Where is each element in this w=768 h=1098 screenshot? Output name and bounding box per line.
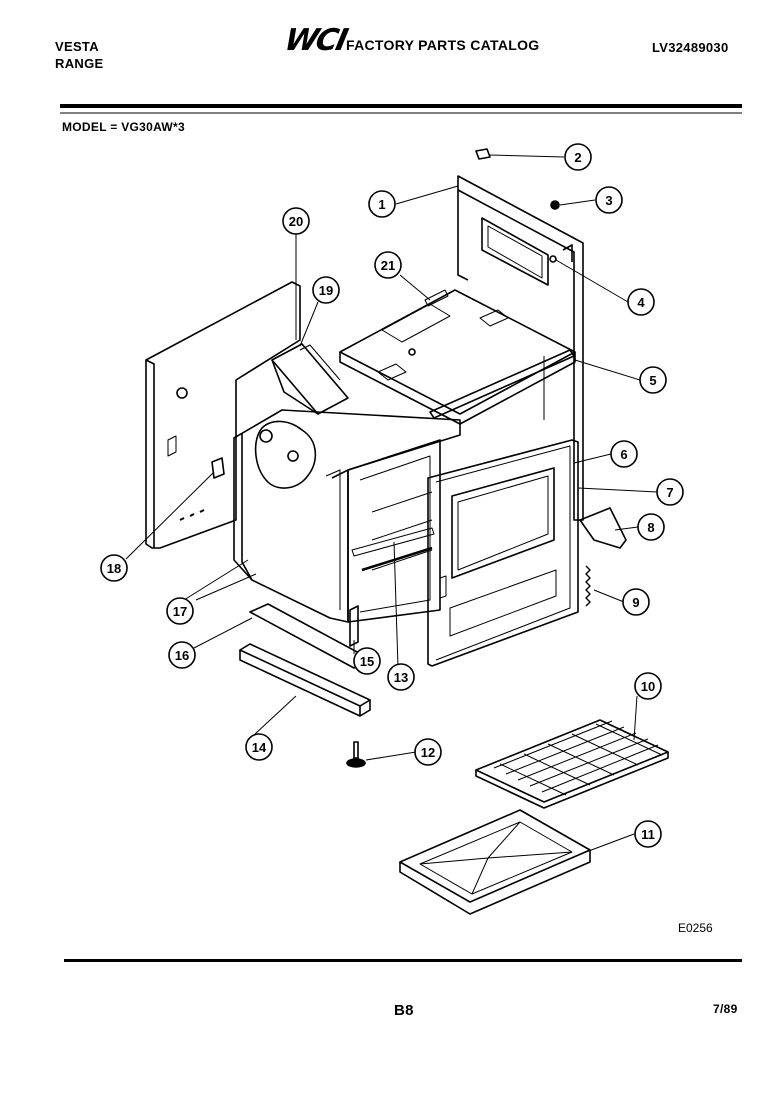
- callout-11: 11: [634, 820, 662, 848]
- callout-16: 16: [168, 641, 196, 669]
- part-small-screw: [549, 255, 557, 263]
- callout-21: 21: [374, 251, 402, 279]
- callout-20: 20: [282, 207, 310, 235]
- callout-19: 19: [312, 276, 340, 304]
- callout-circle: [622, 588, 650, 616]
- model-line: MODEL = VG30AW*3: [62, 120, 185, 134]
- callout-number: 19: [319, 283, 333, 298]
- part-screw: [550, 200, 560, 210]
- callout-circle: [312, 276, 340, 304]
- part-broiler-pan: [399, 809, 591, 915]
- brand-block: VESTA RANGE: [55, 38, 103, 72]
- part-burner-shield: [349, 605, 359, 647]
- document-number: LV32489030: [652, 40, 729, 55]
- callout-circle: [245, 733, 273, 761]
- callout-number: 21: [381, 258, 395, 273]
- callout-15: 15: [353, 647, 381, 675]
- callout-number: 2: [574, 150, 581, 165]
- callout-circle: [166, 597, 194, 625]
- callout-number: 17: [173, 604, 187, 619]
- callout-6: 6: [610, 440, 638, 468]
- callout-7: 7: [656, 478, 684, 506]
- callout-circle: [610, 440, 638, 468]
- callout-5: 5: [639, 366, 667, 394]
- part-broiler-front: [239, 643, 371, 717]
- part-rail-supports: [543, 356, 575, 430]
- footer-rule: [64, 959, 742, 962]
- callout-circle: [637, 513, 665, 541]
- callout-circle: [353, 647, 381, 675]
- callout-circle: [656, 478, 684, 506]
- callout-number: 12: [421, 745, 435, 760]
- callout-circle: [627, 288, 655, 316]
- callout-circle: [634, 672, 662, 700]
- callout-number: 18: [107, 561, 121, 576]
- callout-circle: [595, 186, 623, 214]
- part-oven-cavity: [347, 439, 441, 623]
- callout-number: 20: [289, 214, 303, 229]
- part-drawings: [145, 148, 669, 915]
- callout-circle: [282, 207, 310, 235]
- callout-number: 8: [647, 520, 654, 535]
- callout-number: 7: [666, 485, 673, 500]
- catalog-title: FACTORY PARTS CATALOG: [346, 37, 540, 53]
- part-burner-bracket: [271, 343, 349, 415]
- callout-number: 14: [252, 740, 267, 755]
- callout-4: 4: [627, 288, 655, 316]
- part-oven-rack: [475, 719, 669, 809]
- callout-number: 3: [605, 193, 612, 208]
- part-clip: [475, 148, 491, 160]
- part-door-hinge: [579, 507, 627, 549]
- callout-number: 9: [632, 595, 639, 610]
- page-number: B8: [394, 1002, 414, 1019]
- callout-number: 11: [641, 827, 655, 842]
- callout-13: 13: [387, 663, 415, 691]
- callout-circle: [368, 190, 396, 218]
- callout-17: 17: [166, 597, 194, 625]
- part-top-plate: [339, 289, 576, 425]
- callout-number: 16: [175, 648, 189, 663]
- callout-number: 1: [378, 197, 385, 212]
- brand-name: VESTA: [55, 39, 99, 54]
- callout-3: 3: [595, 186, 623, 214]
- leader-lines: [125, 154, 658, 853]
- callout-18: 18: [100, 554, 128, 582]
- callout-circle: [100, 554, 128, 582]
- callout-circle: [168, 641, 196, 669]
- product-type: RANGE: [55, 56, 104, 71]
- part-hinge-bracket: [211, 457, 225, 479]
- catalog-date: 7/89: [713, 1002, 738, 1016]
- part-leveling-leg: [346, 741, 366, 768]
- callout-circle: [639, 366, 667, 394]
- callout-2: 2: [564, 143, 592, 171]
- callout-number: 5: [649, 373, 656, 388]
- callout-number: 6: [620, 447, 627, 462]
- header-rule-thick: [60, 104, 742, 108]
- part-oven-door: [427, 439, 579, 667]
- callout-8: 8: [637, 513, 665, 541]
- callout-circle: [374, 251, 402, 279]
- callout-1: 1: [368, 190, 396, 218]
- callout-14: 14: [245, 733, 273, 761]
- part-side-panel: [145, 281, 301, 549]
- callout-number: 13: [394, 670, 408, 685]
- part-back-panel: [457, 175, 584, 521]
- callout-number: 10: [641, 679, 655, 694]
- callout-number: 15: [360, 654, 374, 669]
- part-oven-liner: [233, 409, 461, 623]
- callout-9: 9: [622, 588, 650, 616]
- callout-circle: [564, 143, 592, 171]
- callout-10: 10: [634, 672, 662, 700]
- callout-circle: [387, 663, 415, 691]
- callout-circle: [414, 738, 442, 766]
- drawing-code: E0256: [678, 921, 713, 935]
- callout-12: 12: [414, 738, 442, 766]
- part-top-rail: [429, 349, 575, 419]
- part-door-spring: [585, 565, 591, 607]
- callout-circle: [634, 820, 662, 848]
- callout-number: 4: [637, 295, 645, 310]
